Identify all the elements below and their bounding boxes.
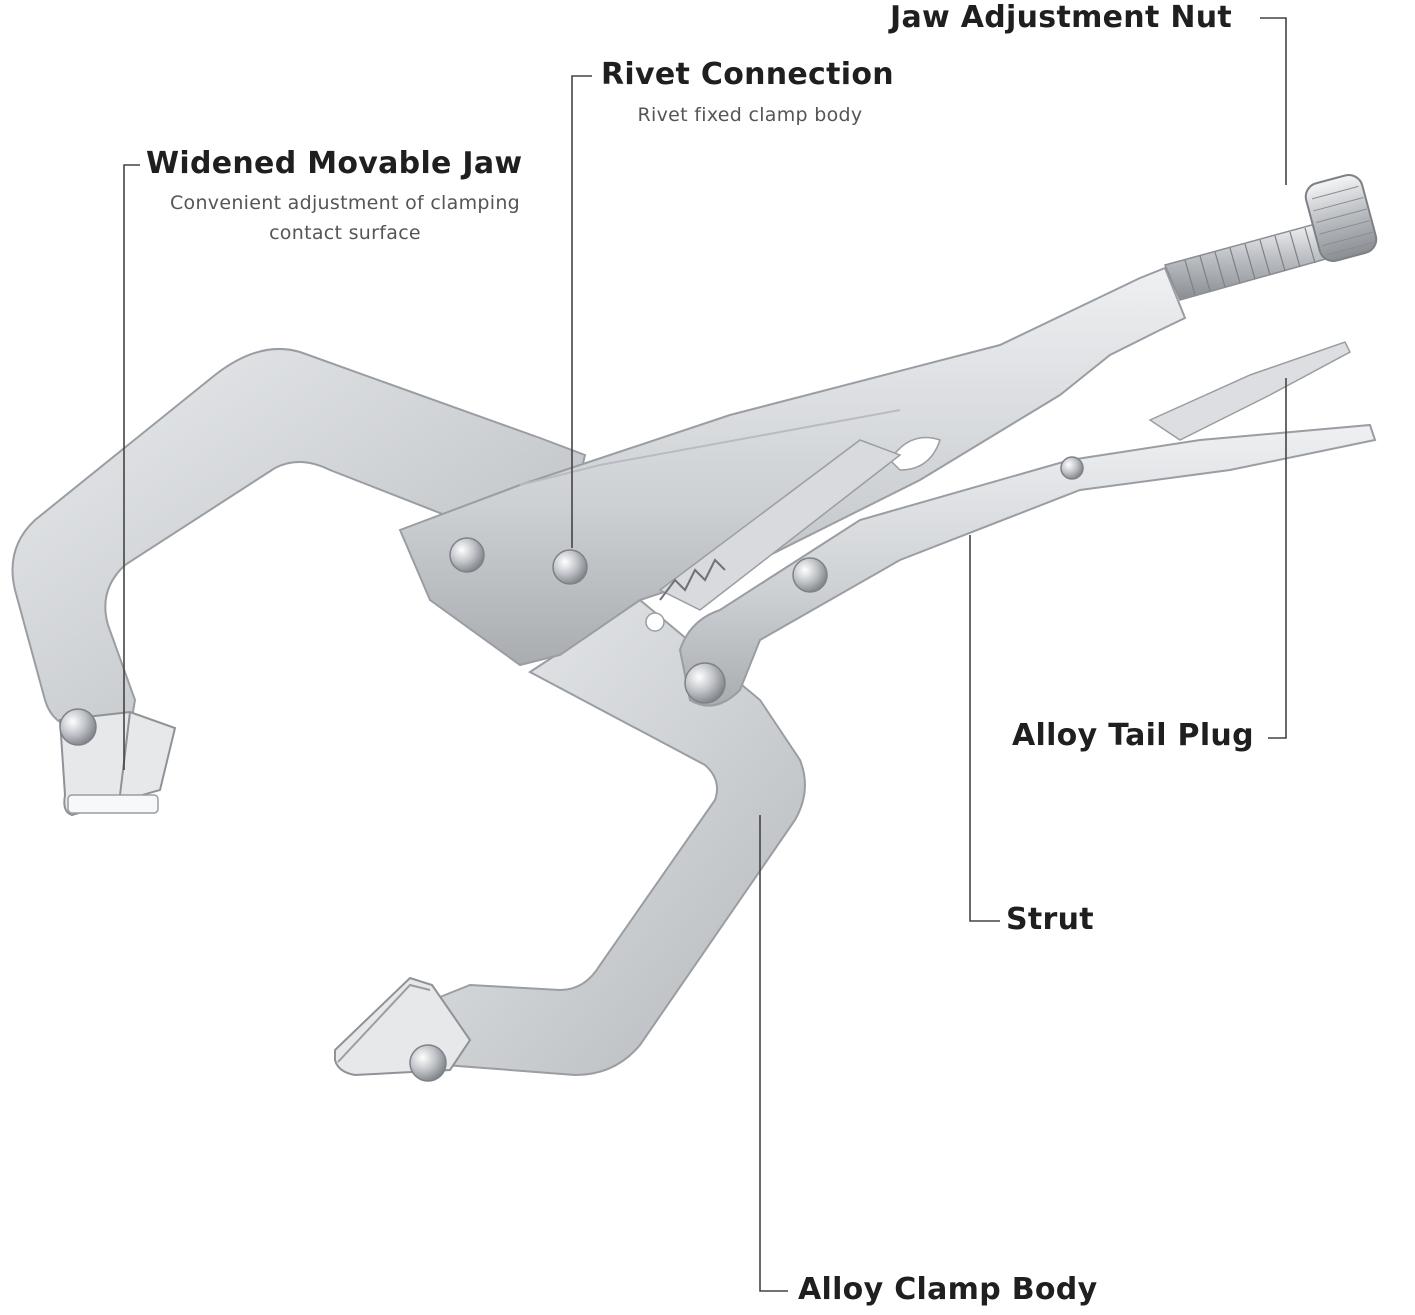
leader-widened-movable-jaw (123, 164, 140, 770)
label-alloy-clamp-body: Alloy Clamp Body (798, 1272, 1098, 1307)
lower-c-frame (418, 598, 806, 1077)
label-widened-movable-jaw: Widened Movable Jaw (146, 146, 523, 181)
leader-jaw-adjustment-nut (1260, 17, 1287, 185)
label-jaw-adjustment-nut: Jaw Adjustment Nut (890, 0, 1233, 35)
leader-alloy-clamp-body (759, 815, 788, 1292)
knurled-nut (1304, 174, 1378, 262)
leader-rivet-connection (571, 75, 592, 548)
leader-strut (969, 535, 1000, 922)
label-strut: Strut (1006, 902, 1094, 937)
rivets (59, 456, 1084, 1082)
upper-c-frame (11, 348, 587, 731)
desc-widened-movable-jaw-line1: Convenient adjustment of clamping (169, 192, 521, 214)
leader-alloy-tail-plug (1268, 378, 1287, 739)
spring (659, 558, 726, 601)
strut-link (658, 439, 902, 611)
release-lever (1148, 341, 1351, 441)
desc-rivet-connection: Rivet fixed clamp body (637, 104, 863, 126)
desc-widened-movable-jaw-line2: contact surface (269, 222, 421, 244)
main-handle (398, 266, 1187, 667)
label-rivet-connection: Rivet Connection (601, 57, 894, 92)
label-alloy-tail-plug: Alloy Tail Plug (1012, 718, 1254, 753)
